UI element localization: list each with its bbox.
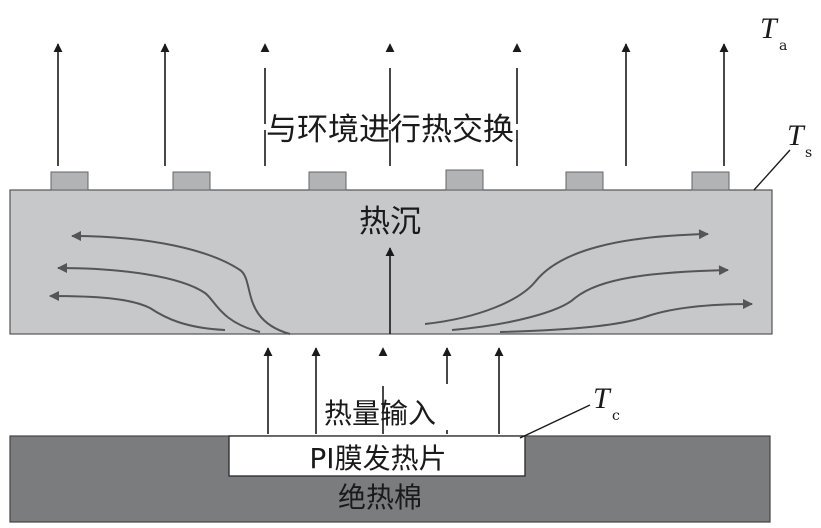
fin [308,171,347,191]
fin [50,171,89,191]
ta-symbol: T [760,12,779,45]
fin [565,171,604,191]
flow-curve-left [71,231,291,335]
ambient-exchange-arrows [53,43,729,166]
ta-subscript: a [779,38,787,54]
tc-subscript: c [612,408,620,424]
heat-spreading-arrows [49,229,753,335]
ts-subscript: s [805,145,812,161]
fin [445,169,484,191]
tc-label: T c [593,382,620,424]
heat-sink-block [9,189,773,335]
flow-curve-left [57,263,261,333]
ts-label: T s [787,119,812,161]
heater-label: PI膜发热片 [309,442,446,475]
heat-input-label: 热量输入 [324,397,436,430]
tc-symbol: T [593,382,612,415]
fin [172,171,211,191]
flow-curve-right [499,299,753,333]
heat-exchange-label: 与环境进行热交换 [266,112,514,148]
ts-symbol: T [787,119,806,152]
flow-curve-right [424,229,709,325]
heat-input-arrows [263,347,504,434]
heat-sink-label: 热沉 [359,204,421,240]
fin [691,171,730,191]
heater-film [228,435,526,477]
tc-leader-line [519,404,591,439]
heat-sink-fins [50,169,730,191]
flow-curve-right [451,265,729,331]
insulation-label: 绝热棉 [338,481,422,514]
ta-label: T a [760,12,787,54]
flow-curve-left [49,291,226,331]
ts-leader-line [753,149,791,191]
